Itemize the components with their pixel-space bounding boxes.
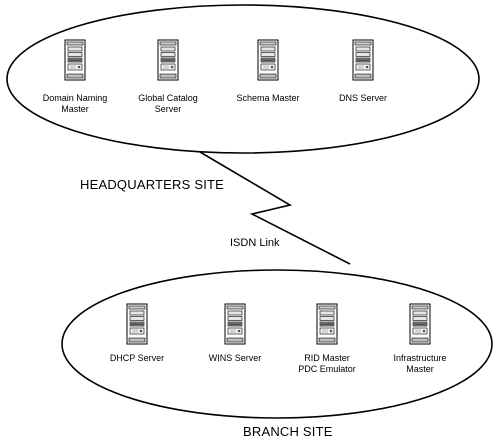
- branch-site-label: BRANCH SITE: [243, 424, 333, 439]
- server-tower-icon: [64, 39, 86, 81]
- server-label-rid-master-pdc-emulator: RID Master PDC Emulator: [298, 353, 356, 374]
- branch-site-boundary: [61, 269, 493, 419]
- server-label-domain-naming-master: Domain Naming Master: [42, 93, 108, 114]
- server-tower-icon: [126, 303, 148, 345]
- server-label-dhcp-server: DHCP Server: [109, 353, 165, 363]
- server-tower-icon: [352, 39, 374, 81]
- server-label-schema-master: Schema Master: [236, 93, 300, 103]
- headquarters-site-label: HEADQUARTERS SITE: [80, 177, 225, 192]
- headquarters-site-boundary: [6, 4, 480, 154]
- server-label-global-catalog-server: Global Catalog Server: [138, 93, 198, 114]
- server-tower-icon: [224, 303, 246, 345]
- server-tower-icon: [157, 39, 179, 81]
- lightning-link-icon: [199, 151, 351, 265]
- server-tower-icon: [257, 39, 279, 81]
- server-label-wins-server: WINS Server: [208, 353, 262, 363]
- server-tower-icon: [316, 303, 338, 345]
- server-tower-icon: [409, 303, 431, 345]
- server-label-infrastructure-master: Infrastructure Master: [393, 353, 447, 374]
- server-label-dns-server: DNS Server: [338, 93, 387, 103]
- isdn-link-label: ISDN Link: [230, 237, 280, 249]
